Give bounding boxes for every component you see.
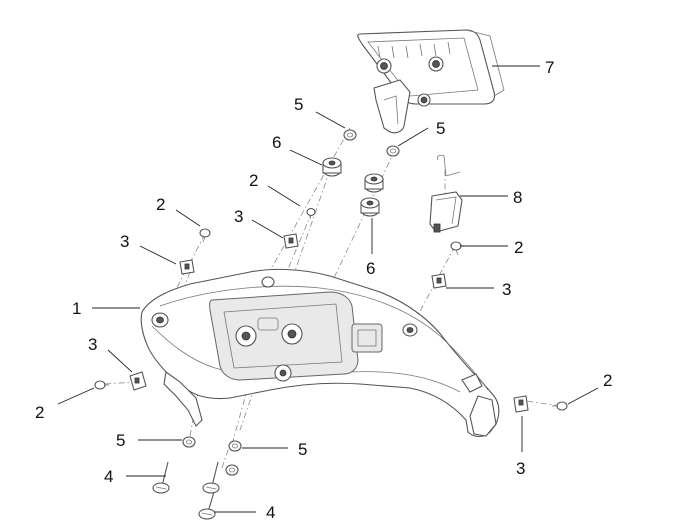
callout-6b: 6 (366, 259, 375, 278)
callout-2c: 2 (514, 238, 523, 257)
leader-lines (57, 65, 599, 513)
callout-8: 8 (513, 188, 522, 207)
washer (228, 440, 242, 452)
callout-3e: 3 (516, 459, 525, 478)
part-6-grommets (322, 157, 384, 217)
callout-6a: 6 (272, 133, 281, 152)
screw (306, 207, 316, 220)
callout-3d: 3 (88, 335, 97, 354)
screw (552, 401, 568, 411)
washer (386, 145, 400, 157)
callout-1: 1 (72, 299, 81, 318)
part-4-bolts (152, 461, 220, 520)
callout-7: 7 (545, 58, 554, 77)
callout-labels: 1 7 8 5 5 6 6 2 3 2 3 2 3 3 2 5 4 5 4 3 … (35, 58, 612, 522)
washer (225, 464, 239, 476)
callout-4b: 4 (266, 503, 275, 522)
callout-2b: 2 (156, 195, 165, 214)
callout-4a: 4 (104, 467, 113, 486)
callout-3c: 3 (502, 280, 511, 299)
callout-5b: 5 (436, 119, 445, 138)
screw (450, 241, 462, 256)
part-5-washers (182, 129, 400, 476)
callout-2d: 2 (35, 403, 44, 422)
part-7-display-unit (357, 29, 505, 134)
grommet (360, 197, 380, 217)
part-8-connector-bracket (429, 154, 463, 233)
grommet (364, 173, 384, 193)
callout-5d: 5 (298, 440, 307, 459)
grommet (322, 157, 342, 177)
callout-2e: 2 (603, 371, 612, 390)
screw (199, 228, 211, 243)
callout-3a: 3 (234, 207, 243, 226)
callout-5a: 5 (294, 95, 303, 114)
callout-3b: 3 (120, 232, 129, 251)
clip-nut (283, 233, 299, 249)
washer (343, 129, 357, 141)
clip-nut (513, 395, 529, 413)
part-1-main-bracket (140, 268, 500, 438)
callout-5c: 5 (116, 431, 125, 450)
clip-nut (179, 259, 195, 275)
part-3-clip-nuts (129, 233, 529, 413)
part-2-screws (94, 207, 568, 411)
screw (94, 380, 109, 390)
clip-nut (129, 371, 147, 391)
washer (182, 436, 196, 448)
clip-nut (431, 273, 447, 289)
bolt (202, 461, 220, 494)
bolt (198, 491, 216, 520)
bolt (152, 461, 170, 494)
callout-2a: 2 (249, 171, 258, 190)
